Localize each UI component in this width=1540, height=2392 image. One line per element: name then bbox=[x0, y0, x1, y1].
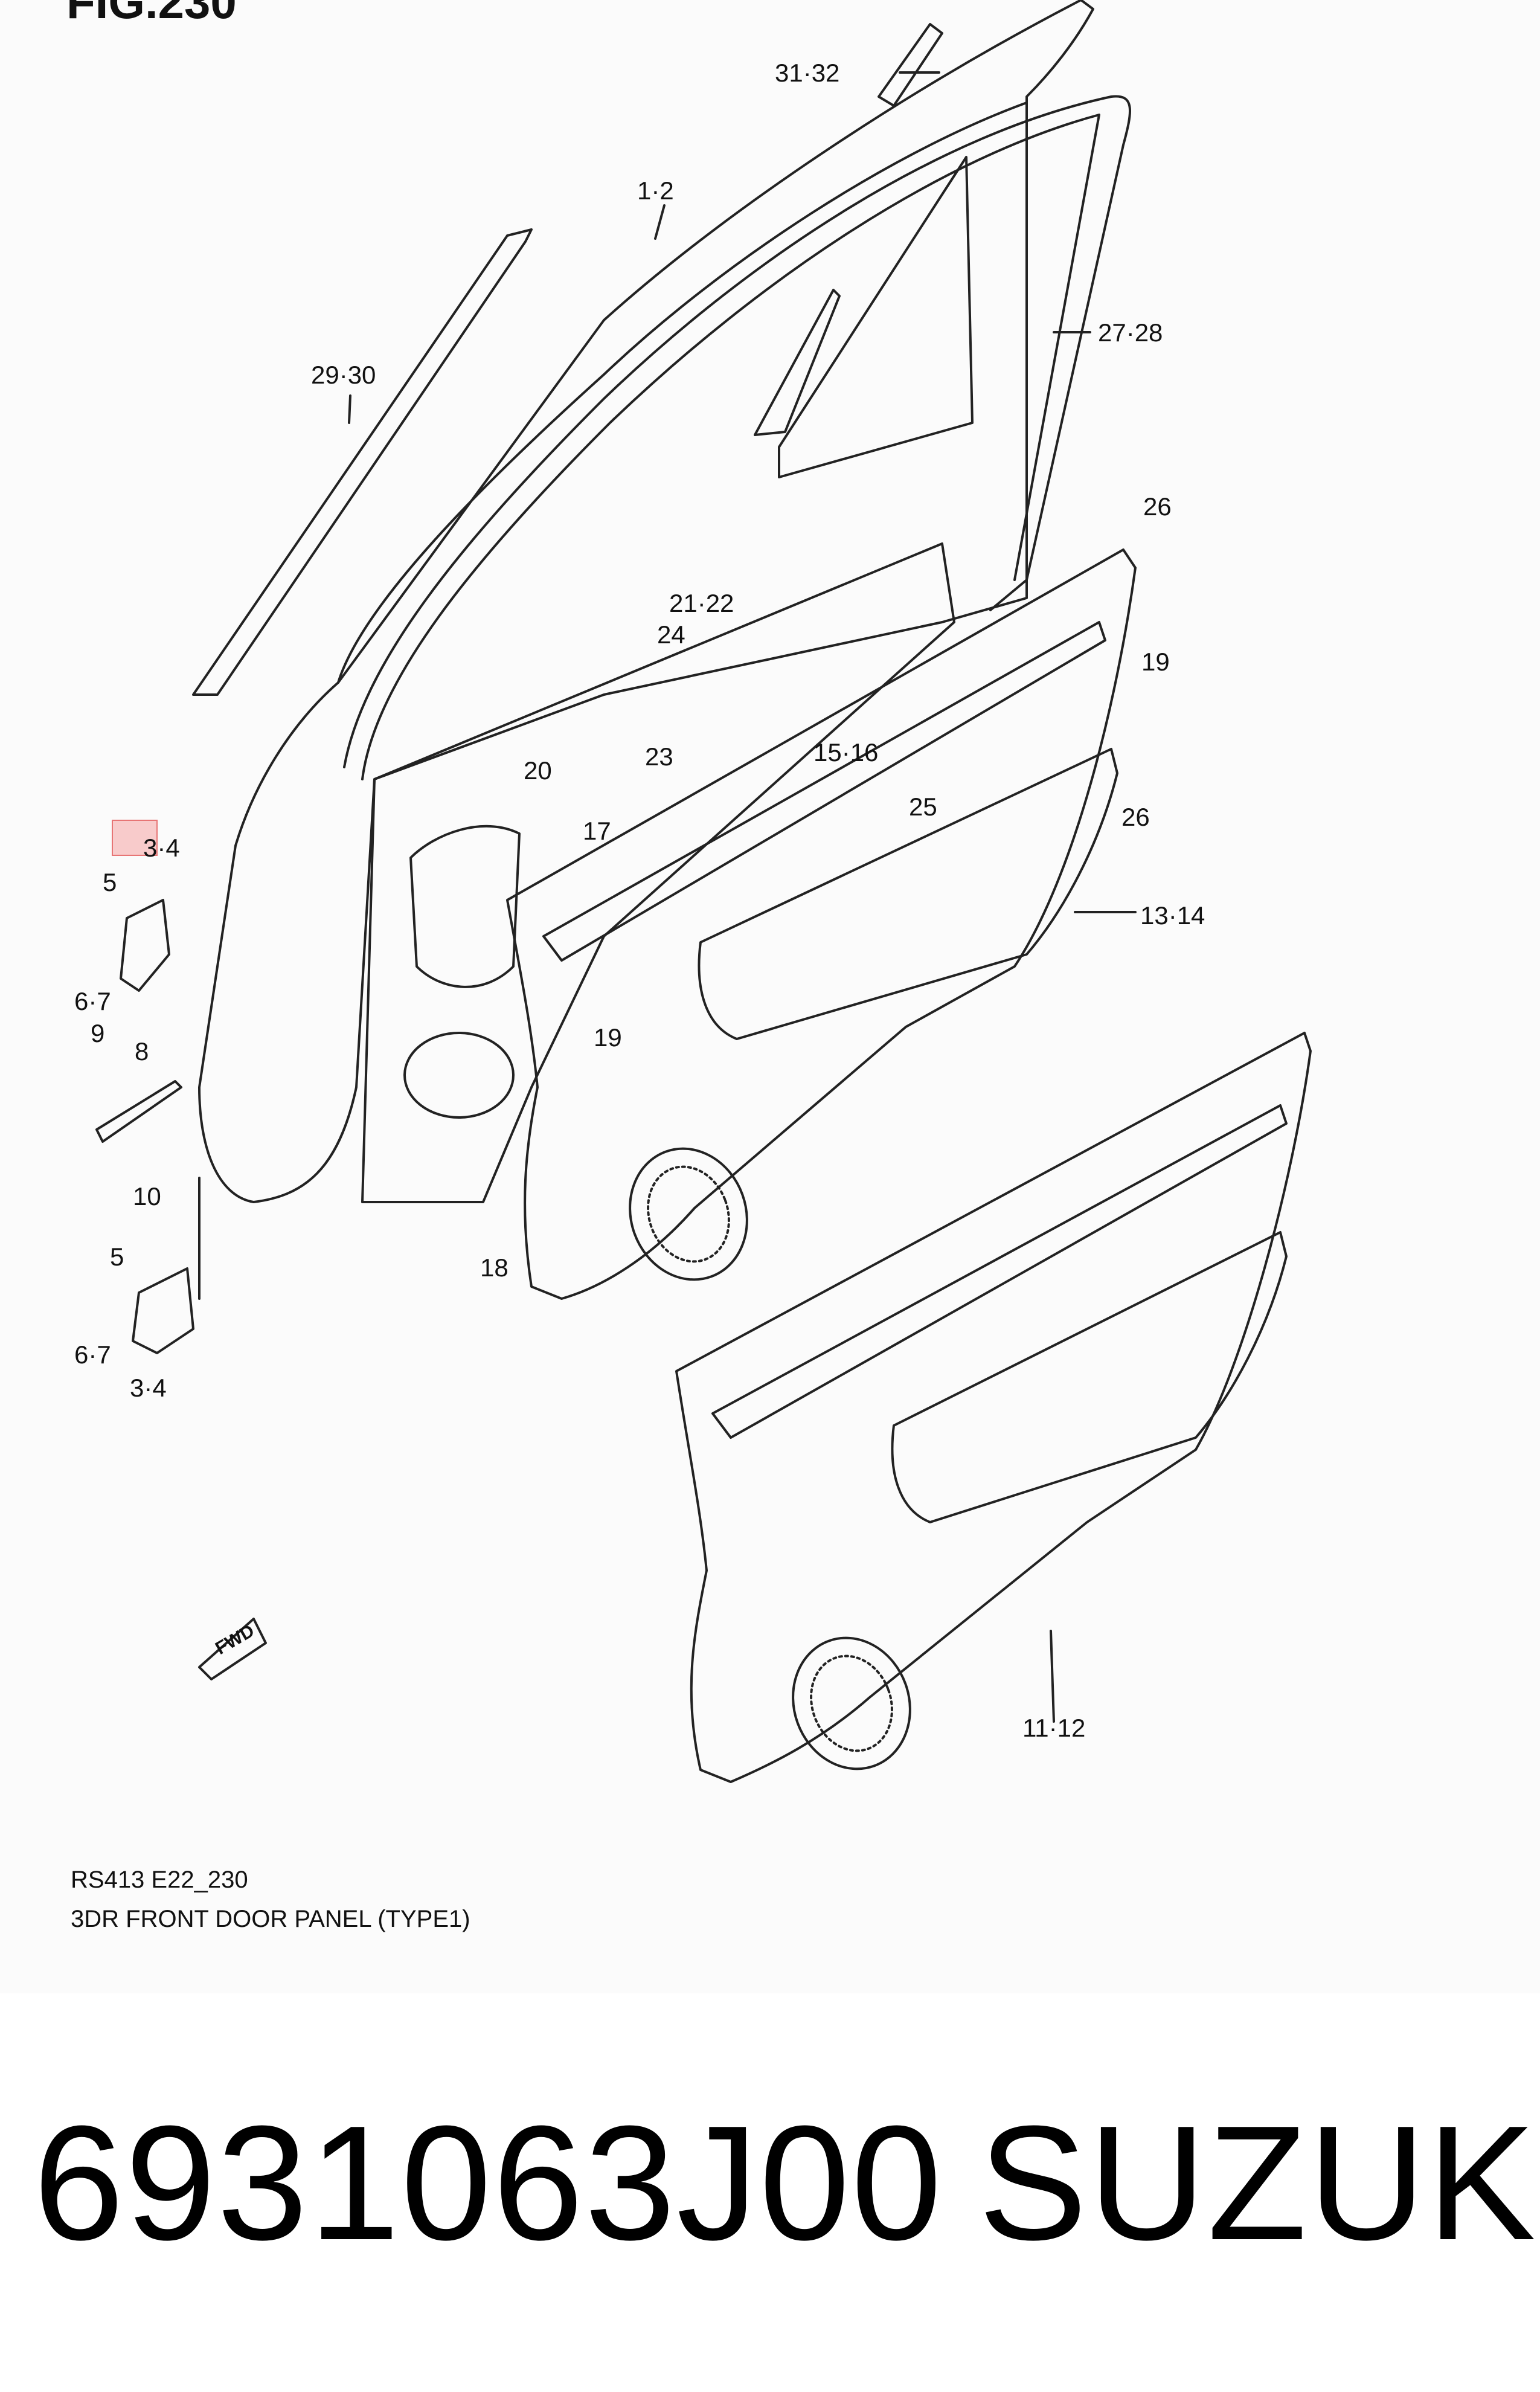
figure-code: RS413 E22_230 bbox=[71, 1866, 248, 1893]
callout-3-4-bottom[interactable]: 3·4 bbox=[130, 1374, 167, 1402]
figure-title: FIG.230 bbox=[66, 0, 237, 28]
lower-hinge-part bbox=[132, 1267, 194, 1354]
door-frame-part bbox=[198, 0, 1094, 1203]
callout-26-bottom[interactable]: 26 bbox=[1121, 803, 1150, 831]
callout-25[interactable]: 25 bbox=[909, 793, 937, 821]
selected-part-highlight[interactable] bbox=[112, 820, 158, 856]
callout-23[interactable]: 23 bbox=[645, 742, 673, 771]
callout-18[interactable]: 18 bbox=[480, 1253, 509, 1282]
part-number: 6931063J00 bbox=[33, 2092, 943, 2274]
callout-6-7-top[interactable]: 6·7 bbox=[74, 987, 111, 1015]
callout-21-22[interactable]: 21·22 bbox=[669, 589, 734, 617]
callout-24[interactable]: 24 bbox=[657, 620, 685, 649]
fwd-arrow-shape bbox=[198, 1618, 267, 1680]
weatherstrip-part bbox=[343, 95, 1132, 768]
callout-20[interactable]: 20 bbox=[524, 756, 552, 785]
brand-name: SUZUKI bbox=[978, 2092, 1540, 2274]
callout-8[interactable]: 8 bbox=[135, 1037, 149, 1066]
exploded-parts-drawing bbox=[95, 0, 1312, 1783]
glass-part bbox=[754, 289, 841, 436]
callout-5-bottom[interactable]: 5 bbox=[110, 1243, 124, 1271]
callout-29-30[interactable]: 29·30 bbox=[311, 361, 376, 389]
callout-13-14[interactable]: 13·14 bbox=[1140, 901, 1205, 930]
callout-9[interactable]: 9 bbox=[91, 1019, 105, 1047]
callout-26-top[interactable]: 26 bbox=[1143, 492, 1172, 521]
callout-15-16[interactable]: 15·16 bbox=[813, 738, 879, 767]
callout-6-7-bottom[interactable]: 6·7 bbox=[74, 1340, 111, 1369]
figure-name: 3DR FRONT DOOR PANEL (TYPE1) bbox=[71, 1906, 470, 1932]
diagram-panel: FIG.230 bbox=[66, 0, 1312, 1932]
upper-hinge-part bbox=[120, 899, 170, 992]
callout-17[interactable]: 17 bbox=[583, 817, 611, 845]
callout-5-top[interactable]: 5 bbox=[103, 868, 117, 896]
callout-19-mid[interactable]: 19 bbox=[594, 1023, 622, 1052]
trim-panel-lower bbox=[675, 1032, 1312, 1783]
trim-panel-upper bbox=[506, 548, 1137, 1300]
door-check-part bbox=[95, 1080, 182, 1143]
callout-27-28[interactable]: 27·28 bbox=[1098, 318, 1163, 347]
callout-3-4-top[interactable]: 3·4 bbox=[143, 834, 180, 862]
callout-1-2[interactable]: 1·2 bbox=[637, 176, 674, 205]
window-strip-part bbox=[877, 23, 943, 107]
belt-molding-part bbox=[192, 228, 533, 696]
callout-10[interactable]: 10 bbox=[133, 1182, 161, 1210]
callout-31-32[interactable]: 31·32 bbox=[775, 59, 840, 87]
inner-shell-part bbox=[361, 542, 955, 1203]
callout-19-right[interactable]: 19 bbox=[1141, 648, 1170, 676]
callout-11-12[interactable]: 11·12 bbox=[1022, 1714, 1086, 1742]
